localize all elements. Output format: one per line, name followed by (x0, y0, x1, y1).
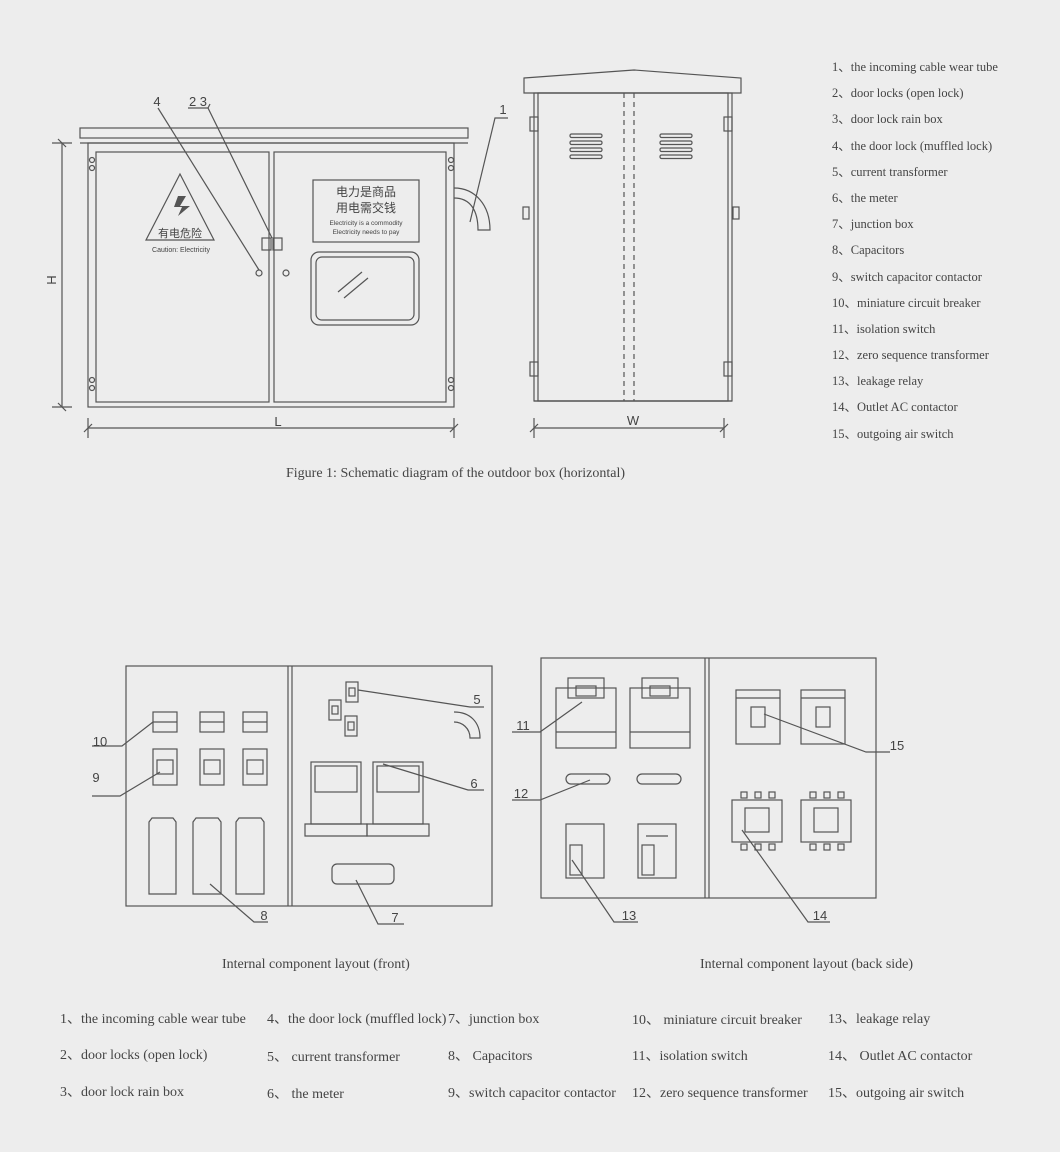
front-internal-layout (92, 665, 493, 925)
legend-top-item: 13、leakage relay (832, 374, 924, 389)
callout-10: 10 (93, 734, 107, 749)
legend-bottom-item: 3、door lock rain box (60, 1085, 185, 1100)
callout-2-3: 2 3 (189, 94, 207, 109)
dimension-w-label: W (627, 413, 640, 428)
callout-15: 15 (890, 738, 904, 753)
front-view-box (52, 103, 508, 438)
vent-louvers-right (659, 133, 693, 160)
figure-1-caption: Figure 1: Schematic diagram of the outdo… (286, 466, 626, 481)
legend-top-item: 8、Capacitors (832, 243, 905, 258)
front-layout-caption: Internal component layout (front) (222, 957, 410, 972)
back-internal-layout (512, 657, 890, 923)
lightning-icon (174, 196, 190, 216)
legend-bottom-item: 1、the incoming cable wear tube (60, 1012, 246, 1027)
callout-8: 8 (260, 908, 267, 923)
callout-1: 1 (499, 102, 506, 117)
sign-english-line-1: Electricity is a commodity (330, 220, 404, 227)
legend-bottom-item: 7、junction box (448, 1012, 540, 1027)
callout-11: 11 (516, 718, 530, 733)
legend-top-item: 10、miniature circuit breaker (832, 295, 981, 310)
dimension-l-label: L (274, 414, 281, 429)
callout-5: 5 (473, 692, 480, 707)
legend-bottom-item: 14、 Outlet AC contactor (828, 1049, 973, 1064)
back-layout-caption: Internal component layout (back side) (700, 957, 914, 972)
legend-top-item: 9、switch capacitor contactor (832, 269, 982, 284)
legend-top-item: 4、the door lock (muffled lock) (832, 138, 993, 153)
legend-top-item: 14、Outlet AC contactor (832, 400, 958, 415)
legend-bottom-item: 10、 miniature circuit breaker (632, 1013, 802, 1028)
legend-bottom-item: 6、 the meter (267, 1087, 344, 1102)
sign-english-line-2: Electricity needs to pay (333, 229, 401, 236)
legend-top-item: 5、current transformer (832, 164, 948, 179)
callout-4: 4 (153, 94, 160, 109)
callout-7: 7 (391, 910, 398, 925)
dimension-h-label: H (44, 275, 59, 284)
legend-bottom-item: 13、leakage relay (828, 1012, 931, 1027)
legend-bottom-item: 8、 Capacitors (448, 1049, 533, 1064)
legend-bottom-item: 9、switch capacitor contactor (448, 1086, 616, 1101)
callout-12: 12 (514, 786, 528, 801)
legend-top-item: 15、outgoing air switch (832, 426, 954, 441)
legend-bottom-item: 5、 current transformer (267, 1050, 400, 1065)
warning-english-text: Caution: Electricity (152, 247, 210, 254)
sign-chinese-line-2: 用电需交钱 (336, 200, 396, 215)
legend-top-item: 7、junction box (832, 217, 914, 232)
legend-top-item: 3、door lock rain box (832, 112, 943, 127)
legend-bottom-item: 12、zero sequence transformer (632, 1086, 808, 1101)
sign-chinese-line-1: 电力是商品 (336, 184, 396, 199)
callout-6: 6 (470, 776, 477, 791)
legend-top-item: 6、the meter (832, 190, 898, 205)
callout-13: 13 (622, 908, 636, 923)
callout-14: 14 (813, 908, 827, 923)
legend-bottom-item: 15、outgoing air switch (828, 1086, 965, 1101)
legend-top-item: 2、door locks (open lock) (832, 86, 964, 101)
legend-top-item: 12、zero sequence transformer (832, 348, 989, 363)
warning-chinese-text: 有电危险 (158, 226, 202, 240)
callout-9: 9 (92, 770, 99, 785)
vent-louvers-left (569, 133, 603, 160)
legend-top: 1、the incoming cable wear tube 2、door lo… (832, 56, 1052, 449)
side-view-box (522, 69, 742, 438)
legend-bottom-item: 11、isolation switch (632, 1049, 748, 1064)
legend-top-item: 11、isolation switch (832, 321, 936, 336)
warning-triangle-icon (145, 172, 215, 241)
legend-bottom-item: 4、the door lock (muffled lock) (267, 1012, 447, 1027)
legend-top-item: 1、the incoming cable wear tube (832, 60, 998, 74)
legend-bottom-item: 2、door locks (open lock) (60, 1048, 208, 1063)
